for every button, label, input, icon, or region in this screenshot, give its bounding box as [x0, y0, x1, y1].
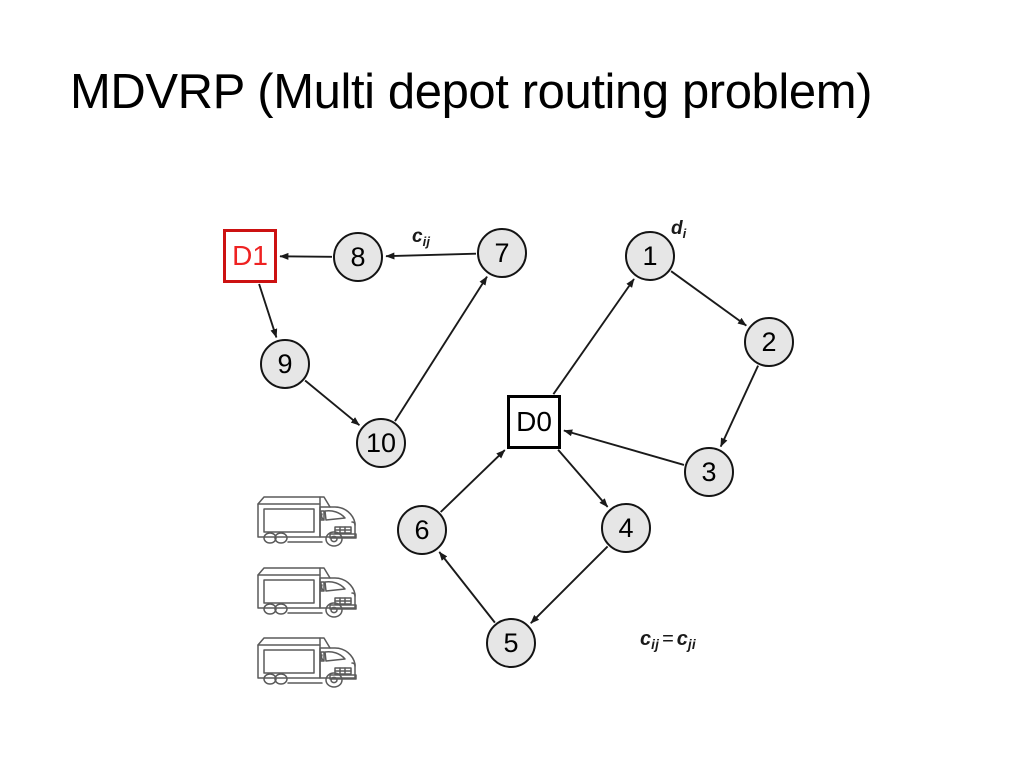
customer-node-label: 1 — [642, 240, 658, 271]
formula-right-base: c — [676, 628, 688, 650]
truck-icon — [257, 637, 357, 688]
route-edge-5-6 — [438, 551, 496, 624]
page-title: MDVRP (Multi depot routing problem) — [70, 65, 873, 119]
demand-label-di: di — [671, 218, 687, 241]
depot-d1[interactable]: D1 — [223, 229, 277, 283]
cost-label-base: c — [412, 226, 423, 247]
formula-right-subscript: ji — [687, 637, 696, 653]
truck-icon — [257, 567, 357, 618]
route-edge-6-D0 — [440, 449, 506, 513]
formula-operator: = — [662, 628, 674, 650]
customer-node-label: 9 — [277, 348, 293, 379]
customer-node-10[interactable]: 10 — [356, 418, 406, 468]
route-edge-8-D1 — [279, 252, 333, 260]
customer-node-label: 5 — [503, 627, 519, 658]
route-edge-2-3 — [719, 365, 759, 448]
truck-icon — [257, 496, 357, 547]
customer-node-1[interactable]: 1 — [625, 231, 675, 281]
customer-node-8[interactable]: 8 — [333, 232, 383, 282]
customer-node-2[interactable]: 2 — [744, 317, 794, 367]
route-edge-9-10 — [304, 379, 361, 426]
formula-left-base: c — [640, 628, 652, 650]
customer-node-label: 4 — [618, 512, 634, 543]
depot-d0-label: D0 — [516, 406, 552, 437]
route-edge-D1-9 — [258, 283, 278, 338]
customer-node-5[interactable]: 5 — [486, 618, 536, 668]
demand-label-subscript: i — [682, 225, 687, 241]
route-edge-3-D0 — [563, 429, 685, 466]
customer-node-label: 6 — [414, 514, 430, 545]
customer-node-label: 10 — [365, 427, 397, 458]
customer-node-3[interactable]: 3 — [684, 447, 734, 497]
route-edge-D0-4 — [557, 449, 609, 508]
route-edge-10-7 — [394, 276, 488, 422]
customer-node-7[interactable]: 7 — [477, 228, 527, 278]
customer-node-label: 3 — [701, 456, 717, 487]
demand-label-base: d — [671, 218, 683, 239]
route-edge-D0-1 — [552, 278, 635, 395]
customer-node-label: 2 — [761, 326, 777, 357]
cost-label-subscript: ij — [422, 233, 431, 249]
route-edge-7-8 — [385, 252, 477, 260]
route-edge-1-2 — [670, 270, 747, 327]
customer-node-6[interactable]: 6 — [397, 505, 447, 555]
customer-node-4[interactable]: 4 — [601, 503, 651, 553]
symmetry-formula: cij=cji — [640, 628, 696, 653]
truck-2 — [252, 558, 364, 624]
cost-label-cij: cij — [412, 226, 431, 249]
customer-node-label: 8 — [350, 241, 366, 272]
formula-left-subscript: ij — [651, 637, 660, 653]
customer-node-9[interactable]: 9 — [260, 339, 310, 389]
truck-3 — [252, 628, 364, 694]
customer-node-label: 7 — [494, 237, 510, 268]
route-edge-4-5 — [530, 545, 609, 624]
truck-1 — [252, 487, 364, 553]
depot-d1-label: D1 — [232, 240, 268, 271]
depot-d0[interactable]: D0 — [507, 395, 561, 449]
